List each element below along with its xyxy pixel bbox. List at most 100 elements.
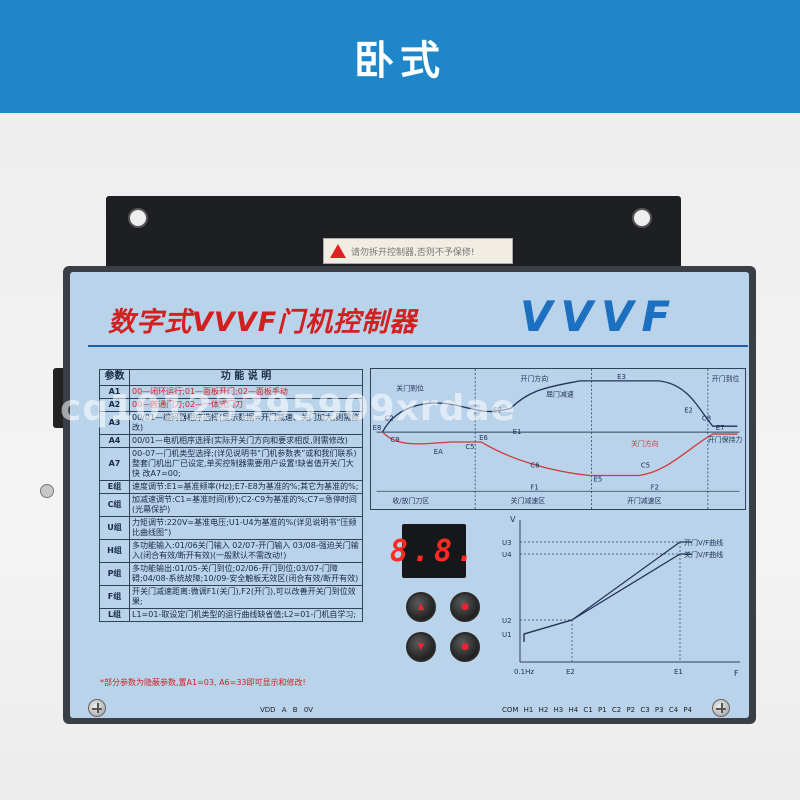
param-code: A4 [99,434,130,448]
vf-y-tick: U3 [502,539,512,547]
chart-label: 屈门减速 [546,390,574,399]
screw-icon [88,699,106,717]
vf-legend: 开门V/F曲线 [684,538,723,547]
param-description: 加减速调节:C1=基准时间(秒);C2-C9为基准的%;C7=急停时间(光幕保护… [129,493,363,517]
mounting-hole-icon [632,208,652,228]
chart-label: E5 [593,475,602,483]
dot-icon: ● [461,602,469,612]
up-button[interactable]: ▲ [406,592,436,622]
watermark: cq10123395909xrdae [60,388,517,429]
chart-label: E6 [479,434,488,442]
open-curve [381,380,738,433]
zone-label: 收/放门刀区 [392,496,429,505]
vvvf-logo: VVVF [520,292,679,341]
vf-y-tick: U1 [502,631,512,639]
vf-x-tick: E1 [674,668,683,676]
mounting-hole-icon [128,208,148,228]
chart-label: 关门到位 [396,384,424,393]
side-screw-icon [40,484,54,498]
vf-curve-chart: V F U3 U4 U2 U1 0.1Hz E2 E1 开门V/F曲线 关门V/… [502,515,740,678]
vf-y-label: V [510,515,516,524]
chart-label: E7 [716,424,725,432]
screw-icon [712,699,730,717]
chart-label: E2 [684,406,693,414]
vf-legend: 关门V/F曲线 [684,550,723,559]
param-description: 开关门减速距离:微调F1(关门),F2(开门),可以改善开关门到位效果; [129,585,363,609]
table-row: U组力矩调节:220V=基准电压;U1-U4为基准的%(详见说明书“压频比曲线图… [99,516,363,540]
chart-label: C2 [384,414,393,422]
param-code: C组 [99,493,130,517]
chart-label: 关门方向 [631,439,659,448]
vf-x-label: F [734,669,739,678]
chart-label: E3 [617,373,626,381]
set-button[interactable]: ● [450,632,480,662]
warning-sticker: 请勿拆开控制器,否则不予保修! [323,238,513,264]
speed-curve-diagram: 开门方向 关门到位 开门到位 E3 E9 屈门减速 C2 E8 C9 EA C5… [370,368,746,510]
param-code: A3 [99,411,130,435]
table-row: H组多功能输入:01/06关门输入 02/07-开门输入 03/08-强迫关门输… [99,539,363,563]
table-row: F组开关门减速距离:微调F1(关门),F2(开门),可以改善开关门到位效果; [99,585,363,609]
title-divider [88,345,748,347]
close-vf-curve [523,553,692,642]
param-description: 多功能输入:01/06关门输入 02/07-开门输入 03/08-强迫关门输入(… [129,539,363,563]
param-description: 00-07—门机类型选择;(详见说明书“门机参数表”或和我们联系)整套门机出厂已… [129,447,363,481]
chart-label: 开门方向 [521,374,549,383]
terminal-labels-left: VDD A B 0V [260,706,314,714]
terminal-labels-right: COM H1 H2 H3 H4 C1 P1 C2 P2 C3 P3 C4 P4 [502,706,693,714]
enter-button[interactable]: ● [450,592,480,622]
led-display: 8.8. [390,524,474,578]
param-code: L组 [99,608,130,622]
chart-label: C5 [641,462,650,470]
up-arrow-icon: ▲ [417,602,425,612]
chart-label: 开门到位 [712,374,740,383]
param-description: L1=01-取设定门机类型的运行曲线缺省值;L2=01-门机自学习; [129,608,363,622]
mounting-bracket [106,196,681,276]
title-banner: 卧式 [0,0,800,113]
table-header-function: 功 能 说 明 [129,369,363,386]
param-code: U组 [99,516,130,540]
chart-label: C5 [465,443,474,451]
table-row: E组速度调节:E1=基准频率(Hz);E7-E8为基准的%;其它为基准的%; [99,480,363,494]
param-code: P组 [99,562,130,586]
chart-label: 开门保持力 [708,435,743,444]
down-button[interactable]: ▼ [406,632,436,662]
vf-y-tick: U2 [502,617,512,625]
vf-y-tick: U4 [502,551,512,559]
close-curve [382,431,738,477]
zone-label: 开门减速区 [627,496,662,505]
chart-label: E1 [513,428,522,436]
param-description: 速度调节:E1=基准频率(Hz);E7-E8为基准的%;其它为基准的%; [129,480,363,494]
warning-icon [330,244,346,258]
param-description: 多功能输出:01/05-关门到位;02/06-开门到位;03/07-门障碍;04… [129,562,363,586]
chart-label: E9 [493,406,502,414]
param-description: 00/01—电机相序选择(实际开关门方向和要求相反,则需修改) [129,434,363,448]
chart-label: EA [434,448,443,456]
param-code: F组 [99,585,130,609]
param-description: 00/01—编码器相序选择(显示数据≠开门减速、关门加大,则需修改) [129,411,363,435]
dot-icon: ● [461,642,469,652]
down-arrow-icon: ▼ [417,642,425,652]
table-row: C组加减速调节:C1=基准时间(秒);C2-C9为基准的%;C7=急停时间(光幕… [99,493,363,517]
param-code: H组 [99,539,130,563]
banner-title: 卧式 [354,37,446,84]
param-code: A7 [99,447,130,481]
panel-title: 数字式VVVF门机控制器 [108,307,418,338]
table-header-param: 参数 [99,369,130,386]
chart-label: C8 [702,414,711,422]
zone-label: 关门减速区 [511,496,546,505]
chart-label: C9 [390,436,399,444]
chart-label: C6 [530,462,539,470]
warning-text: 请勿拆开控制器,否则不予保修! [351,247,475,258]
chart-label: F1 [530,483,538,491]
param-description: 力矩调节:220V=基准电压;U1-U4为基准的%(详见说明书“压频比曲线图”) [129,516,363,540]
param-code: E组 [99,480,130,494]
display-value: 8.8. [389,533,479,569]
vf-x-tick: 0.1Hz [514,668,534,676]
